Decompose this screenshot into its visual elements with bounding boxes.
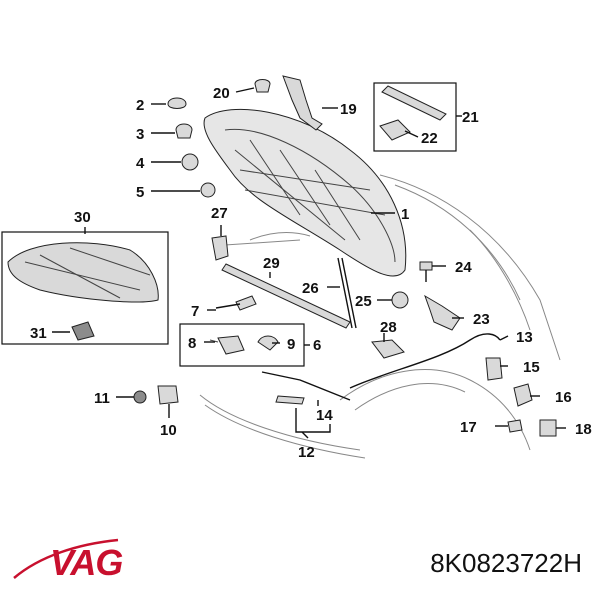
callout-7: 7 (191, 303, 199, 320)
callout-4: 4 (136, 155, 145, 172)
callout-10: 10 (160, 422, 177, 439)
callout-19: 19 (340, 101, 357, 118)
callout-14: 14 (316, 407, 333, 424)
callout-3: 3 (136, 126, 144, 143)
latch-box (179, 323, 305, 367)
vag-logo: VAG (13, 538, 123, 583)
callout-5: 5 (136, 184, 144, 201)
callout-15: 15 (523, 359, 540, 376)
callout-31: 31 (30, 325, 47, 342)
callout-26: 26 (302, 280, 319, 297)
callout-numbers: 1 2 3 4 5 6 7 8 9 10 11 12 13 14 15 16 1… (30, 85, 592, 461)
callout-13: 13 (516, 329, 533, 346)
car-body-outline (199, 174, 561, 459)
callout-6: 6 (313, 337, 321, 354)
callout-28: 28 (380, 319, 397, 336)
hardware-parts (133, 75, 557, 437)
callout-9: 9 (287, 336, 295, 353)
callout-23: 23 (473, 311, 490, 328)
seal-box (373, 82, 457, 152)
callout-20: 20 (213, 85, 230, 102)
callout-18: 18 (575, 421, 592, 438)
callout-16: 16 (555, 389, 572, 406)
callout-11: 11 (94, 390, 110, 407)
callout-27: 27 (211, 205, 228, 222)
callout-22: 22 (421, 130, 438, 147)
part-number: 8K0823722H (430, 548, 582, 578)
hood-panel (203, 108, 407, 277)
callout-17: 17 (460, 419, 477, 436)
callout-29: 29 (263, 255, 280, 272)
callout-21: 21 (462, 109, 479, 126)
callout-24: 24 (455, 259, 472, 276)
callout-25: 25 (355, 293, 372, 310)
leader-lines (52, 87, 566, 439)
callout-30: 30 (74, 209, 91, 226)
callout-2: 2 (136, 97, 144, 114)
insulation-box (1, 231, 169, 345)
vag-logo-text: VAG (50, 542, 122, 583)
callout-8: 8 (188, 335, 196, 352)
callout-12: 12 (298, 444, 315, 461)
callout-1: 1 (401, 206, 409, 223)
